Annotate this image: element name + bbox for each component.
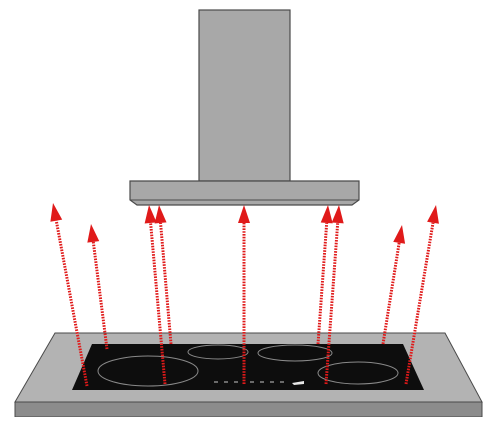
airflow-arrow-shaft bbox=[324, 222, 340, 385]
hood-chimney bbox=[198, 9, 291, 182]
control-indicator bbox=[270, 381, 274, 383]
airflow-arrow-shaft bbox=[91, 241, 109, 350]
airflow-arrow bbox=[316, 205, 333, 345]
control-indicator bbox=[234, 381, 238, 383]
airflow-arrow bbox=[381, 225, 406, 345]
control-indicator bbox=[250, 381, 254, 383]
airflow-arrow-head bbox=[238, 205, 250, 223]
control-indicator bbox=[224, 381, 228, 383]
hob-glass-panel bbox=[72, 344, 424, 390]
airflow-arrow-shaft bbox=[316, 222, 329, 345]
induction-hob bbox=[72, 344, 424, 390]
cooking-zone-front-left bbox=[97, 355, 199, 387]
airflow-arrow bbox=[50, 203, 89, 387]
airflow-arrow bbox=[324, 205, 344, 385]
airflow-arrow-head bbox=[144, 205, 157, 224]
airflow-arrow-shaft bbox=[149, 222, 167, 385]
airflow-arrow-shaft bbox=[159, 222, 173, 345]
airflow-arrow-head bbox=[427, 205, 439, 224]
cooking-zone-front-right bbox=[317, 361, 399, 385]
airflow-arrow-shaft bbox=[381, 242, 401, 345]
airflow-arrow-head bbox=[331, 205, 344, 224]
cooking-zone-back-right bbox=[257, 344, 333, 362]
control-indicator bbox=[214, 381, 218, 383]
airflow-arrow bbox=[87, 224, 109, 350]
airflow-arrows bbox=[50, 203, 439, 387]
control-slider-mark bbox=[292, 381, 304, 385]
airflow-arrow bbox=[144, 205, 167, 385]
hob-touch-controls bbox=[214, 381, 304, 385]
control-indicator bbox=[280, 381, 284, 383]
worktop-front-edge bbox=[14, 401, 483, 418]
airflow-arrow bbox=[238, 205, 250, 384]
airflow-arrow-head bbox=[154, 205, 167, 224]
airflow-arrow-head bbox=[393, 225, 406, 244]
airflow-arrow-shaft bbox=[54, 220, 89, 387]
airflow-arrow bbox=[154, 205, 173, 345]
airflow-arrow-head bbox=[87, 224, 100, 243]
extractor-hood bbox=[129, 9, 360, 206]
airflow-arrow bbox=[404, 205, 439, 385]
cooking-zone-back-centre bbox=[187, 344, 249, 360]
control-indicator bbox=[260, 381, 264, 383]
airflow-arrow-shaft bbox=[404, 222, 435, 385]
airflow-arrow-head bbox=[50, 203, 63, 222]
hood-canopy bbox=[129, 180, 360, 206]
airflow-arrow-head bbox=[320, 205, 333, 224]
